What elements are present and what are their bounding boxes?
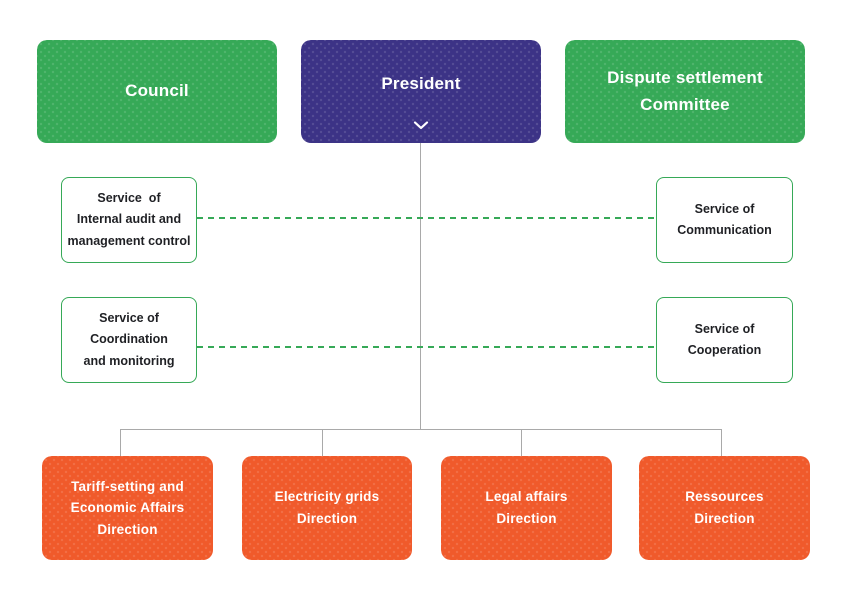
node-service-coordination: Service of Coordination and monitoring — [61, 297, 197, 383]
node-label: Council — [125, 81, 189, 101]
node-label: Service of Internal audit and management… — [67, 191, 191, 248]
dashed-link-services-row1 — [197, 217, 656, 219]
node-label: Service of Communication — [677, 201, 772, 237]
node-label: President — [381, 74, 461, 94]
node-service-cooperation: Service of Cooperation — [656, 297, 793, 383]
node-label: Service of Cooperation — [687, 321, 762, 357]
node-label: Ressources Direction — [685, 489, 764, 526]
connector-stub-legal-affairs — [521, 429, 522, 456]
node-label: Service of Coordination and monitoring — [83, 311, 175, 368]
connector-president-trunk — [420, 143, 421, 429]
connector-stub-ressources — [721, 429, 722, 456]
node-label: Electricity grids Direction — [274, 489, 380, 526]
node-direction-legal-affairs: Legal affairs Direction — [441, 456, 612, 560]
chevron-down-icon[interactable] — [413, 121, 429, 130]
connector-stub-tariff — [120, 429, 121, 456]
connector-directions-rail — [120, 429, 722, 430]
node-label: Dispute settlement Committee — [607, 68, 763, 114]
node-dispute-settlement-committee: Dispute settlement Committee — [565, 40, 805, 143]
node-label: Tariff-setting and Economic Affairs Dire… — [70, 478, 185, 537]
node-label: Legal affairs Direction — [485, 489, 568, 526]
node-direction-electricity-grids: Electricity grids Direction — [242, 456, 412, 560]
node-service-internal-audit: Service of Internal audit and management… — [61, 177, 197, 263]
node-direction-tariff: Tariff-setting and Economic Affairs Dire… — [42, 456, 213, 560]
node-president[interactable]: President — [301, 40, 541, 143]
node-council: Council — [37, 40, 277, 143]
node-direction-ressources: Ressources Direction — [639, 456, 810, 560]
connector-stub-electricity-grids — [322, 429, 323, 456]
dashed-link-services-row2 — [197, 346, 656, 348]
node-service-communication: Service of Communication — [656, 177, 793, 263]
